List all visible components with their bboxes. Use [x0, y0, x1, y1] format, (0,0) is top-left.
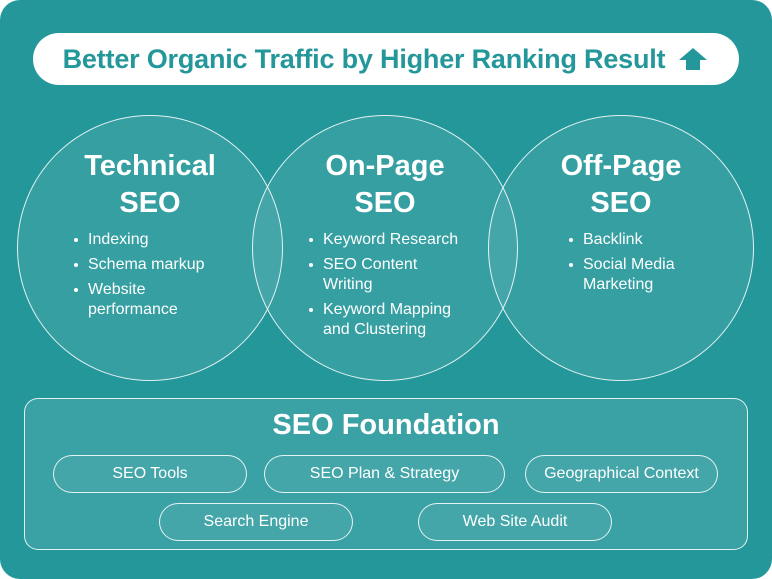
technical-seo-title-line2: SEO [119, 187, 181, 219]
list-item: Keyword Research [307, 230, 477, 250]
on-page-seo-title-line1: On-Page [325, 150, 445, 182]
off-page-seo-list: Backlink Social Media Marketing [567, 230, 687, 300]
pill-web-site-audit: Web Site Audit [418, 503, 612, 541]
off-page-seo-circle: Off-Page SEO Backlink Social Media Marke… [488, 115, 754, 381]
on-page-seo-circle: On-Page SEO Keyword Research SEO Content… [252, 115, 518, 381]
technical-seo-list: Indexing Schema markup Website performan… [72, 230, 232, 325]
list-item: Social Media Marketing [567, 255, 688, 295]
header-banner: Better Organic Traffic by Higher Ranking… [33, 33, 739, 85]
technical-seo-title: Technical SEO [18, 148, 282, 222]
pill-geographical-context: Geographical Context [525, 455, 718, 493]
on-page-seo-title: On-Page SEO [253, 148, 517, 222]
off-page-seo-title-line2: SEO [590, 187, 652, 219]
list-item: Website performance [72, 280, 198, 320]
list-item: Keyword Mapping and Clustering [307, 300, 473, 340]
pill-search-engine: Search Engine [159, 503, 353, 541]
seo-foundation-panel: SEO Foundation [24, 398, 748, 550]
list-item: Schema markup [72, 255, 232, 275]
up-arrow-icon [679, 48, 708, 70]
list-item: Indexing [72, 230, 232, 250]
list-item: SEO Content Writing [307, 255, 433, 295]
technical-seo-title-line1: Technical [84, 150, 216, 182]
technical-seo-circle: Technical SEO Indexing Schema markup Web… [17, 115, 283, 381]
off-page-seo-title: Off-Page SEO [489, 148, 753, 222]
on-page-seo-list: Keyword Research SEO Content Writing Key… [307, 230, 477, 345]
pill-seo-tools: SEO Tools [53, 455, 247, 493]
off-page-seo-title-line1: Off-Page [560, 150, 682, 182]
list-item: Backlink [567, 230, 687, 250]
seo-foundation-title: SEO Foundation [272, 409, 500, 441]
pill-seo-plan-strategy: SEO Plan & Strategy [264, 455, 505, 493]
header-title: Better Organic Traffic by Higher Ranking… [62, 43, 666, 74]
on-page-seo-title-line2: SEO [354, 187, 416, 219]
